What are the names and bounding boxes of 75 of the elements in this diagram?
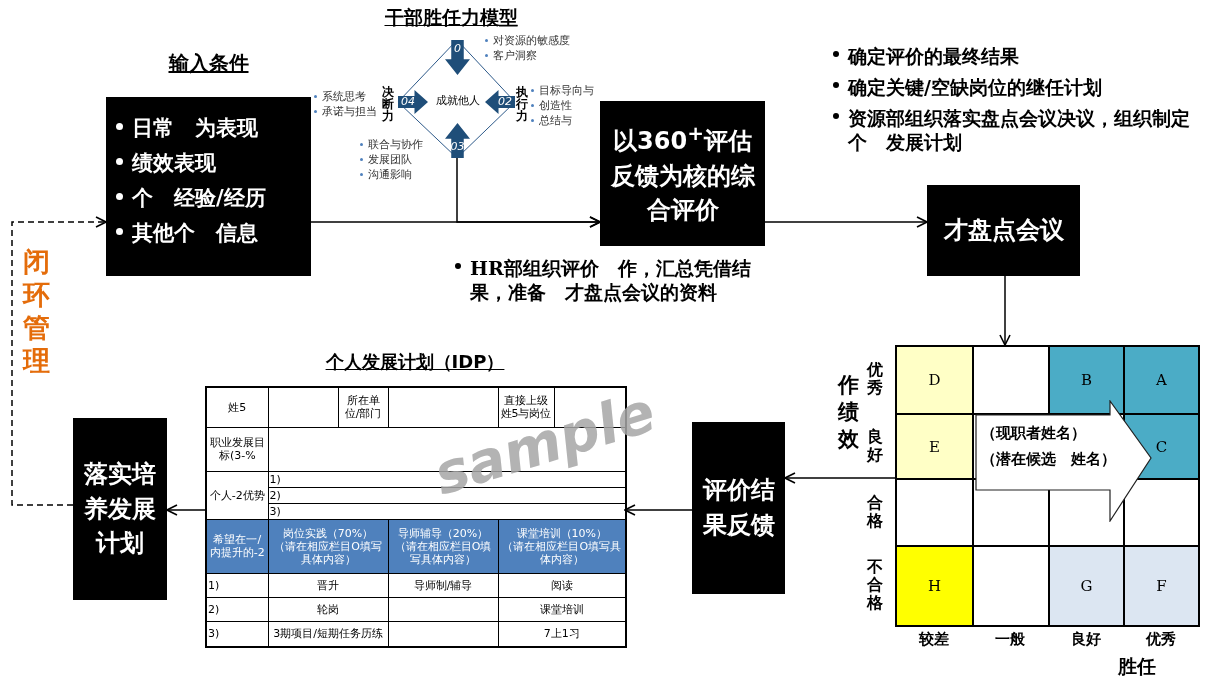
table-cell: 晋升 — [268, 573, 388, 597]
bullet-text: 客户洞察 — [493, 49, 537, 63]
header-text: 导师辅导（20%） — [396, 526, 490, 540]
bullet-text: 确定关键/空缺岗位的继任计划 — [848, 75, 1103, 99]
arrow-shape: 04 — [398, 90, 428, 114]
bullet-text: 总结与 — [539, 114, 572, 128]
header-text: 课堂培训（10%） — [515, 526, 608, 540]
arrow-shape: 0 — [445, 40, 470, 75]
node-text: 落实培养发展计划 — [83, 458, 157, 560]
node-text: 评价结果反馈 — [702, 475, 775, 541]
grid-cell: A — [1123, 345, 1200, 415]
bullet-text: 日常 为表现 — [132, 115, 259, 141]
header-note: （请在相应栏目O填写具体内容） — [501, 539, 623, 566]
bullet-text: 个 经验/经历 — [132, 185, 267, 211]
node-text: 成就他人 — [434, 94, 481, 107]
column-label: 良好 — [1069, 630, 1102, 649]
node-text: （现职者姓名） — [981, 424, 1086, 443]
column-label: 较差 — [917, 630, 950, 649]
bullet-text: 联合与协作 — [368, 138, 423, 152]
arrow — [11, 216, 107, 506]
arrow-shape: 03 — [445, 123, 470, 158]
node-text: 才盘点会议 — [943, 215, 1064, 247]
node-label: 决断力 — [382, 86, 395, 122]
arrow-shape: 02 — [485, 90, 515, 114]
bullet-text: 承诺与担当 — [322, 105, 377, 119]
table-cell: 姓5 — [206, 387, 268, 427]
table-cell: 3) — [206, 621, 268, 647]
bullet-text: 确定评价的最终结果 — [848, 44, 1020, 68]
axis-label: 胜任 — [1118, 654, 1156, 679]
bullet-text: 创造性 — [539, 99, 572, 113]
grid-cell: D — [895, 345, 974, 415]
row-label: 优秀 — [866, 361, 884, 397]
grid-cell: H — [895, 545, 974, 627]
column-label: 优秀 — [1144, 630, 1177, 649]
row-label: 良好 — [866, 427, 884, 464]
node-text: （潜在候选 姓名） — [981, 450, 1116, 469]
table-header-cell: 希望在一/内提升的-2 — [206, 519, 268, 573]
node-heading: 干部胜任力模型 — [383, 5, 519, 30]
row-label: 不合格 — [866, 558, 884, 612]
arrow — [456, 157, 601, 228]
arrow — [999, 275, 1011, 346]
table-cell: 个人-2优势 — [206, 471, 268, 519]
axis-label: 作绩效 — [836, 372, 860, 453]
table-cell: 轮岗 — [268, 597, 388, 621]
bullet-text: 其他个 信息 — [132, 220, 259, 246]
bullet-text: 对资源的敏感度 — [493, 34, 570, 48]
table-cell: 导师制/辅导 — [388, 573, 498, 597]
table-cell: 职业发展目标(3-% — [206, 427, 268, 471]
bullet-text: 发展团队 — [368, 153, 412, 167]
bullet-text: 系统思考 — [322, 90, 366, 104]
column-label: 一般 — [994, 630, 1026, 649]
bullet-text: 目标导向与 — [539, 84, 594, 98]
grid-cell: G — [1048, 545, 1125, 627]
grid-cell: E — [895, 413, 974, 480]
row-label: 合格 — [866, 493, 884, 530]
header-note: （请在相应栏目O填写具体内容） — [273, 539, 383, 566]
table-cell: 1) — [206, 573, 268, 597]
bullet-text: 沟通影响 — [368, 168, 412, 182]
bullet-text: 资源部组织落实盘点会议决议，组织制定个 发展计划 — [848, 106, 1191, 154]
bullet-text: 绩效表现 — [132, 150, 217, 176]
header-text: 岗位实践（70%） — [281, 526, 375, 540]
table-cell: 2) — [206, 597, 268, 621]
node-heading: 个人发展计划（IDP） — [324, 350, 506, 374]
node-label: 执行力 — [516, 86, 529, 122]
grid-cell: B — [1048, 345, 1125, 415]
node-text: 以360$^{+}$评估反馈为核的综合评价 — [610, 119, 755, 227]
header-note: （请在相应栏目O填写具体内容） — [393, 539, 493, 566]
grid-cell: F — [1123, 545, 1200, 627]
node-heading: 输入条件 — [167, 50, 250, 77]
arrow — [764, 216, 928, 228]
arrow — [624, 504, 693, 516]
arrow — [784, 472, 896, 484]
bullet-text: HR部组织评价 作，汇总凭借结果，准备 才盘点会议的资料 — [470, 256, 752, 304]
table-cell: 所在单位/部门 — [338, 387, 388, 427]
arrow — [166, 504, 206, 516]
